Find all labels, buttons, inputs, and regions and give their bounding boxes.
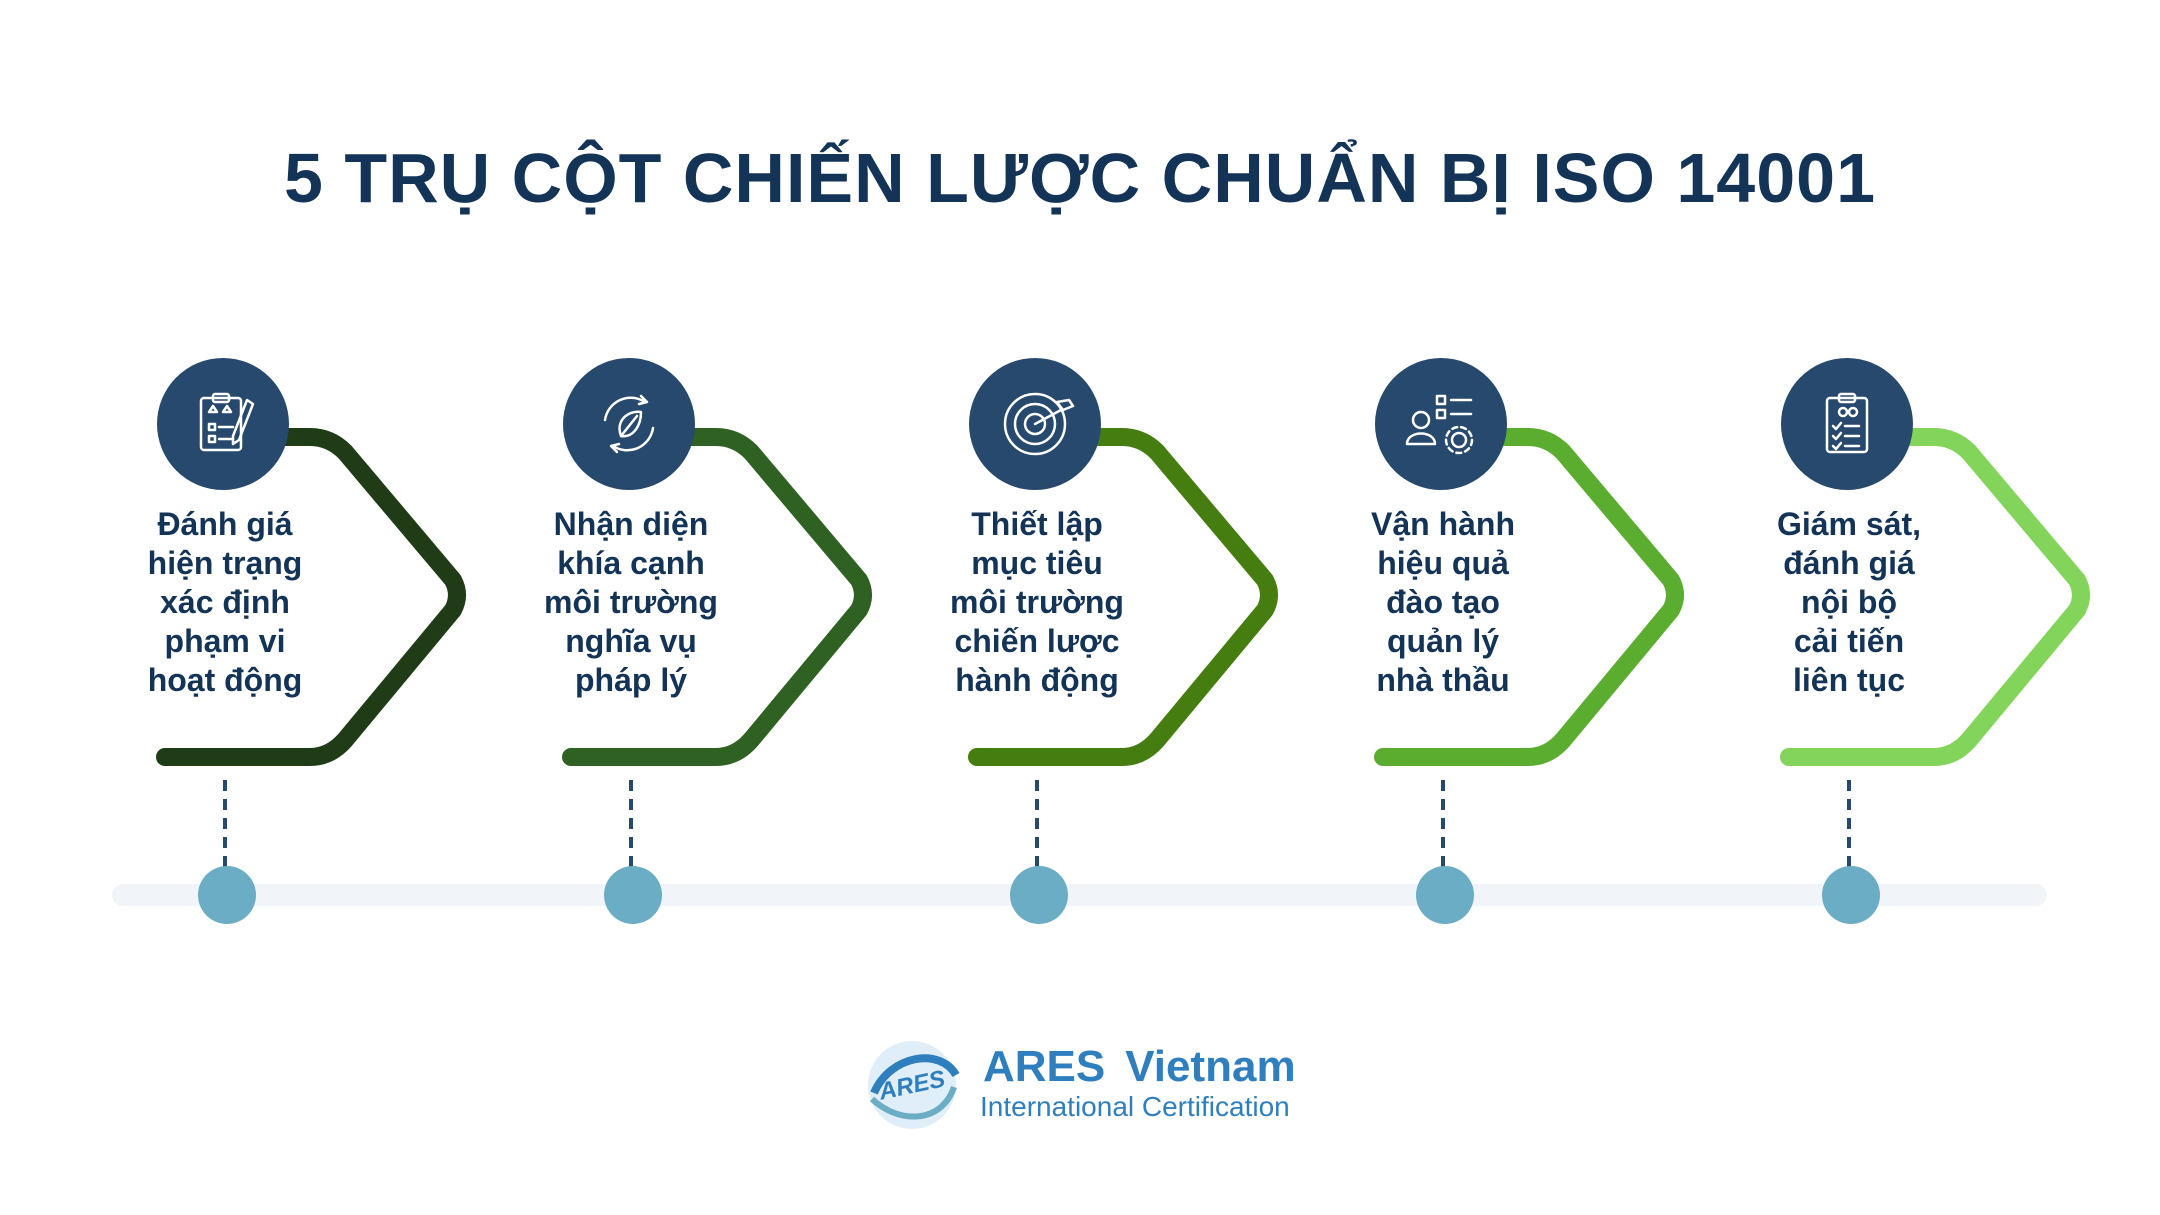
timeline-dot bbox=[1416, 866, 1474, 924]
step-label-line: Vận hành bbox=[1370, 506, 1515, 542]
brand-vietnam: Vietnam bbox=[1125, 1042, 1296, 1091]
step-label-line: khía cạnh bbox=[557, 545, 705, 581]
step-label-line: nghĩa vụ bbox=[565, 623, 697, 659]
timeline-dot bbox=[604, 866, 662, 924]
target-arrow-icon bbox=[1003, 392, 1075, 456]
clipboard-checklist-icon bbox=[1825, 392, 1869, 454]
timeline-dot bbox=[1010, 866, 1068, 924]
step-label-line: phạm vi bbox=[164, 623, 286, 659]
brand-ares: ARES bbox=[983, 1042, 1106, 1091]
chevron-border bbox=[156, 428, 466, 766]
step-label-line: hoạt động bbox=[147, 662, 303, 698]
timeline-track bbox=[112, 884, 2047, 906]
step-label-line: nội bộ bbox=[1801, 584, 1897, 620]
step-label-line: pháp lý bbox=[574, 662, 687, 698]
chevron-border bbox=[1374, 428, 1684, 766]
chevron-border bbox=[968, 428, 1278, 766]
leaf-recycle-icon bbox=[603, 394, 655, 454]
step-label-line: hành động bbox=[955, 662, 1119, 698]
pillar-step bbox=[1694, 358, 2090, 924]
step-label-line: đào tạo bbox=[1386, 584, 1500, 620]
step-label-line: chiến lược bbox=[954, 623, 1120, 659]
brand-tagline: International Certification bbox=[980, 1091, 1290, 1122]
step-label-line: liên tục bbox=[1792, 662, 1905, 698]
step-label-line: Nhận diện bbox=[553, 506, 709, 542]
team-settings-icon bbox=[1405, 394, 1474, 455]
pillar-step bbox=[882, 358, 1278, 924]
step-label-line: môi trường bbox=[544, 584, 718, 620]
step-label-line: hiệu quả bbox=[1377, 545, 1509, 581]
step-label-line: đánh giá bbox=[1783, 545, 1915, 581]
timeline-dot bbox=[198, 866, 256, 924]
pillar-step bbox=[70, 358, 466, 924]
page-title: 5 TRỤ CỘT CHIẾN LƯỢC CHUẨN BỊ ISO 14001 bbox=[283, 139, 1877, 217]
step-label-line: môi trường bbox=[950, 584, 1124, 620]
step-label-line: Thiết lập bbox=[971, 506, 1103, 542]
step-label-line: quản lý bbox=[1386, 623, 1499, 659]
clipboard-rating-icon bbox=[199, 392, 255, 452]
step-label-line: nhà thầu bbox=[1376, 662, 1510, 698]
icon-circle bbox=[1375, 358, 1507, 490]
ares-logo-icon: ARES bbox=[868, 1041, 960, 1129]
icon-circle bbox=[1781, 358, 1913, 490]
brand-name: ARES Vietnam bbox=[983, 1042, 1296, 1092]
timeline-dot bbox=[1822, 866, 1880, 924]
step-label-line: mục tiêu bbox=[971, 545, 1103, 581]
chevron-border bbox=[1780, 428, 2090, 766]
step-label-line: Đánh giá bbox=[157, 506, 293, 542]
pillar-step bbox=[476, 358, 872, 924]
icon-circle bbox=[157, 358, 289, 490]
step-label-line: Giám sát, bbox=[1776, 506, 1922, 542]
pillar-step bbox=[1288, 358, 1684, 924]
chevron-border bbox=[562, 428, 872, 766]
step-label-line: hiện trạng bbox=[147, 545, 303, 581]
step-label-line: xác định bbox=[160, 584, 290, 620]
step-label-line: cải tiến bbox=[1793, 623, 1905, 659]
